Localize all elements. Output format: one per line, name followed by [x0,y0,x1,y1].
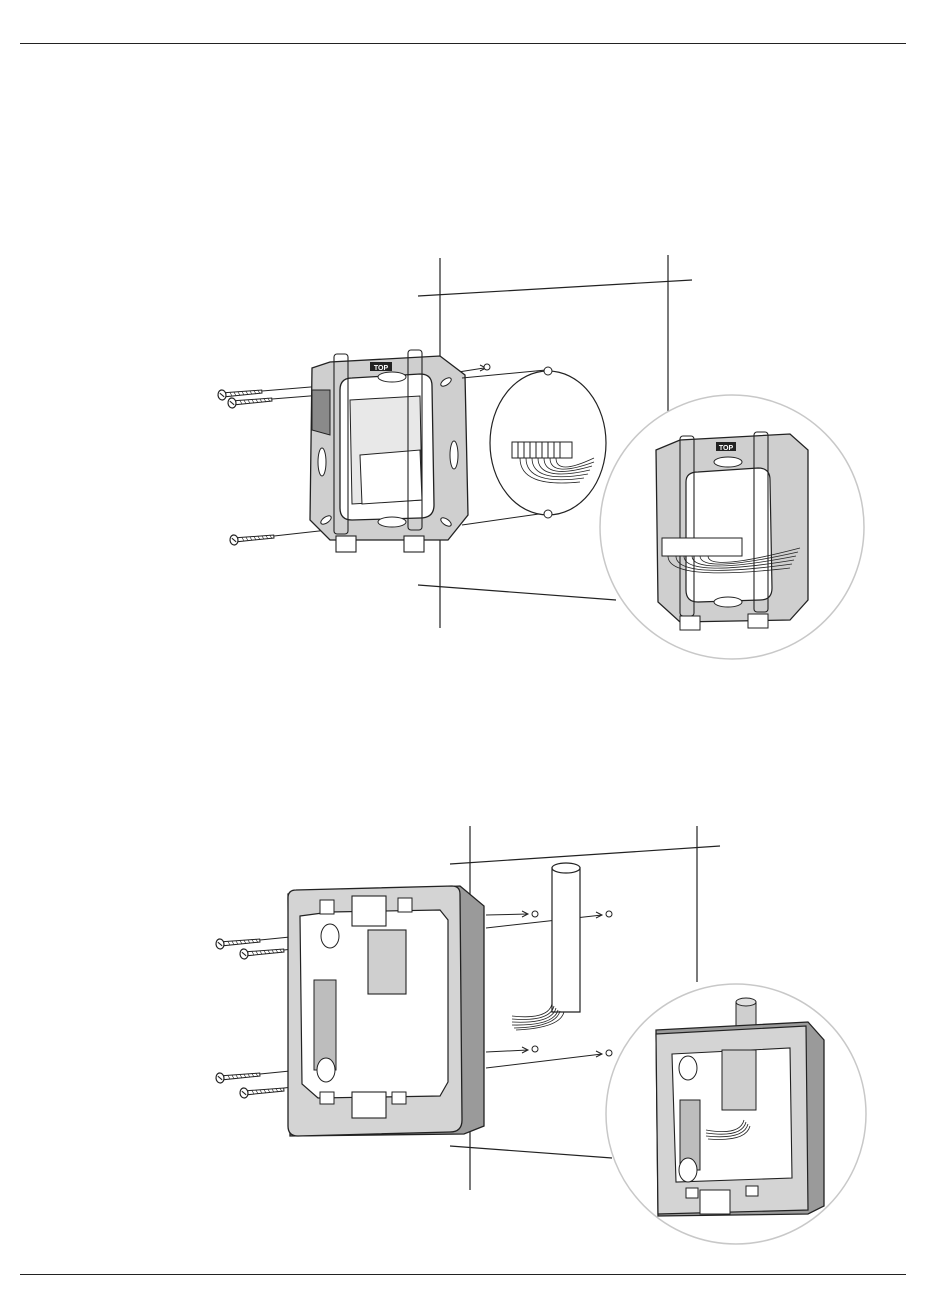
detail-magnifier-icon: TOP [600,395,864,659]
surface-box-icon [288,886,484,1136]
top-marking-label-detail: TOP [719,445,734,452]
figure-surface-mount [0,820,950,1250]
figure-flush-mount: TOP TOP [0,250,950,670]
screw-icon [218,387,275,546]
top-marking-label: TOP [374,365,389,372]
cable-conduit-icon [512,863,580,1030]
top-rule [20,43,906,44]
detail-magnifier-icon [606,984,866,1244]
mounting-plate-icon: TOP [310,350,468,552]
bottom-rule [20,1274,906,1275]
screw-icon [216,936,285,1099]
terminal-block-icon [490,367,606,518]
